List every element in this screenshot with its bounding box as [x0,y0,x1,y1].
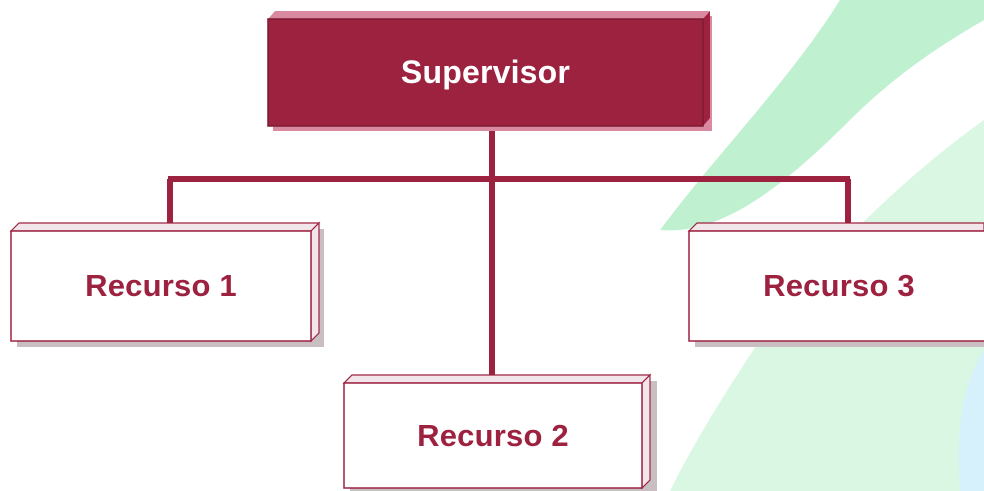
child-node-3 [687,222,984,347]
root-node-top-face [268,11,710,19]
root-node-front-face [268,19,703,126]
child-node-1 [9,221,324,347]
child-node-2-front-face [343,382,643,489]
child-node-3-top-face [687,222,984,232]
root-node-front-outline [267,18,704,127]
child-node-1-top-face [9,222,321,232]
bg-leaf-blue [958,350,984,491]
root-node [267,11,712,131]
child-node-2-top-face [342,374,652,384]
root-node-side-face [703,11,710,126]
child-node-1-front-face [10,230,312,342]
child-node-1-label: Recurso 1 [85,268,237,303]
child-node-1-side-face [310,221,320,343]
child-node-3-front-face [688,230,984,342]
child-node-2-side-face [641,373,651,490]
bg-leaf-green [660,0,984,231]
child-node-3-label: Recurso 3 [763,268,915,303]
connectors [167,128,851,378]
child-node-2 [342,373,657,491]
child-node-2-label: Recurso 2 [417,417,569,453]
root-node-label: Supervisor [400,54,571,90]
